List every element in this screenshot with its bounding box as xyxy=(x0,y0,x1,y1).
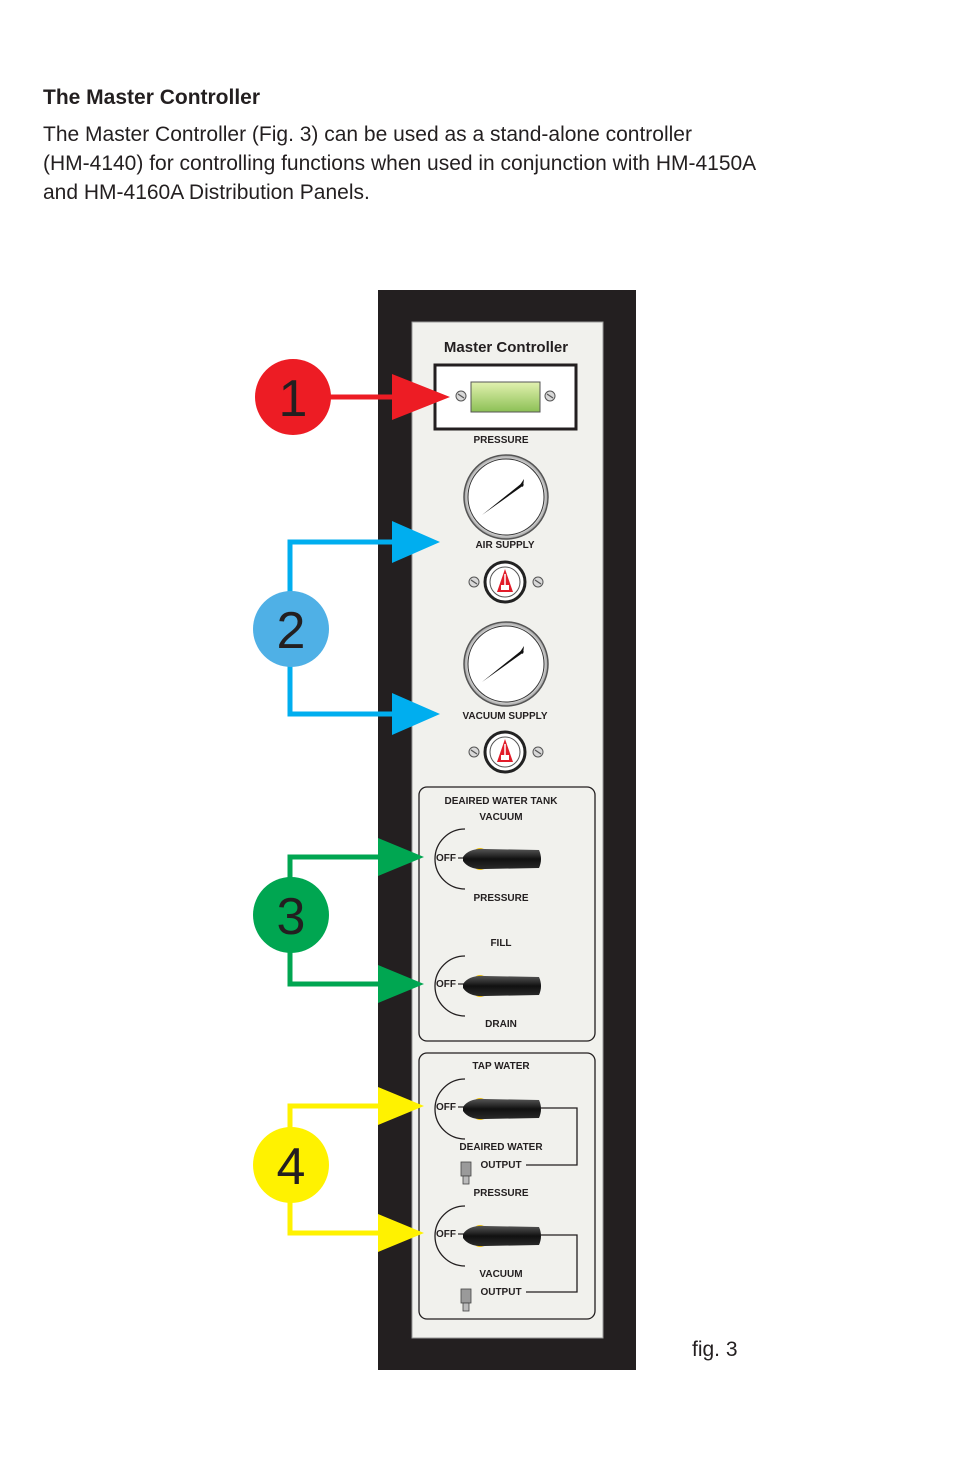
callout-4: 4 xyxy=(253,1087,424,1252)
intro-line-1: The Master Controller (Fig. 3) can be us… xyxy=(43,123,692,146)
tank-valve2-off-label: OFF xyxy=(436,979,456,990)
callout-2-arrow-up-icon xyxy=(392,521,440,563)
callout-1-arrow-icon xyxy=(392,374,450,420)
tank-valve1-top-label: VACUUM xyxy=(479,812,522,823)
callout-4-number: 4 xyxy=(277,1138,306,1196)
section-heading: The Master Controller xyxy=(43,86,261,109)
output-valve1-bottom-label: DEAIRED WATER xyxy=(459,1142,543,1153)
tank-valve1-off-label: OFF xyxy=(436,853,456,864)
callout-4-arrow-down-icon xyxy=(378,1214,424,1252)
tank-valve-group xyxy=(418,786,596,1042)
output-valve-group xyxy=(418,1052,596,1320)
output2-label: OUTPUT xyxy=(480,1287,521,1298)
callout-3-number: 3 xyxy=(277,888,306,946)
output-valve2-top-label: PRESSURE xyxy=(473,1188,528,1199)
callout-3-arrow-down-icon xyxy=(378,965,424,1003)
screw-icon xyxy=(455,390,467,402)
intro-paragraph: The Master Controller (Fig. 3) can be us… xyxy=(43,120,923,207)
callout-4-arrow-up-icon xyxy=(378,1087,424,1125)
panel-title: Master Controller xyxy=(444,339,568,356)
pressure-label: PRESSURE xyxy=(473,435,528,446)
air-regulator-knob-icon[interactable] xyxy=(483,560,527,604)
output-valve1-off-label: OFF xyxy=(436,1102,456,1113)
intro-line-3: and HM-4160A Distribution Panels. xyxy=(43,181,370,204)
callout-1-number: 1 xyxy=(279,370,308,428)
intro-line-2: (HM-4140) for controlling functions when… xyxy=(43,152,757,175)
air-pressure-gauge-icon xyxy=(463,454,549,540)
pressure-lcd xyxy=(470,381,541,413)
tank-valve1-bottom-label: PRESSURE xyxy=(473,893,528,904)
callout-2-number: 2 xyxy=(277,602,306,660)
screw-icon xyxy=(468,576,480,588)
output-valve2-bottom-label: VACUUM xyxy=(479,1269,522,1280)
screw-icon xyxy=(532,576,544,588)
tank-valve2-bottom-label: DRAIN xyxy=(485,1019,517,1030)
tank-valve2-top-label: FILL xyxy=(490,938,511,949)
screw-icon xyxy=(544,390,556,402)
callout-3-arrow-up-icon xyxy=(378,838,424,876)
vacuum-gauge-icon xyxy=(463,621,549,707)
tank-group-title: DEAIRED WATER TANK xyxy=(445,796,559,807)
callout-3: 3 xyxy=(253,838,424,1003)
output-valve2-off-label: OFF xyxy=(436,1229,456,1240)
vacuum-regulator-knob-icon[interactable] xyxy=(483,730,527,774)
vacuum-supply-label: VACUUM SUPPLY xyxy=(462,711,547,722)
callout-2-arrow-down-icon xyxy=(392,693,440,735)
screw-icon xyxy=(468,746,480,758)
screw-icon xyxy=(532,746,544,758)
callout-2: 2 xyxy=(253,521,440,735)
output1-label: OUTPUT xyxy=(480,1160,521,1171)
output-valve1-top-label: TAP WATER xyxy=(472,1061,530,1072)
callout-1: 1 xyxy=(255,359,450,435)
figure-caption: fig. 3 xyxy=(692,1338,738,1361)
air-supply-label: AIR SUPPLY xyxy=(475,540,534,551)
